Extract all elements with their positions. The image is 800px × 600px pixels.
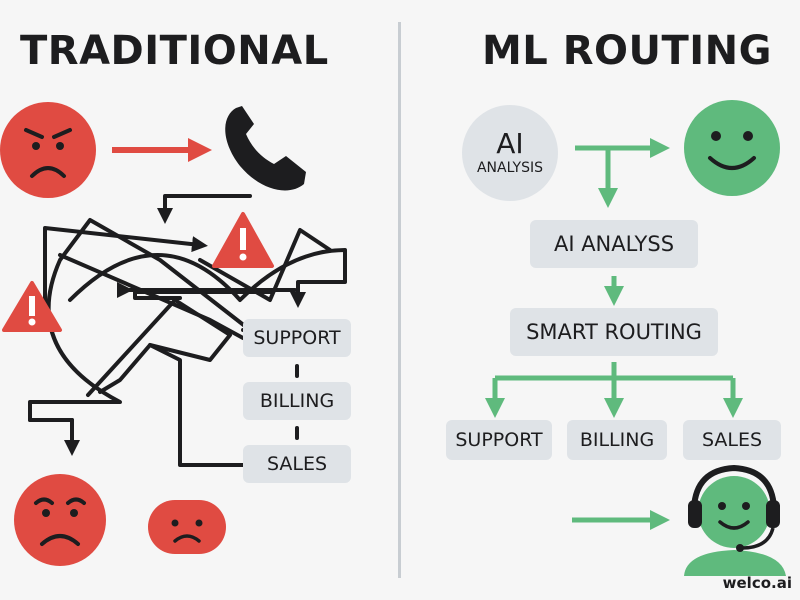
ai-analysis-box: AI ANALYSS (530, 220, 698, 268)
center-divider (398, 22, 401, 578)
tangled-paths (28, 194, 347, 467)
smiley-face-icon (684, 100, 780, 196)
traditional-heading: TRADITIONAL (20, 28, 329, 74)
brand-logo: welco.ai (722, 574, 792, 592)
phone-icon (225, 106, 306, 191)
sales-box-traditional: SALES (243, 445, 351, 483)
warning-icon (212, 212, 274, 268)
warning-icon (2, 281, 62, 332)
ai-analysis-circle: AI ANALYSIS (462, 105, 558, 201)
support-box-traditional: SUPPORT (243, 319, 351, 357)
smart-routing-box: SMART ROUTING (510, 308, 718, 356)
support-box-ml: SUPPORT (446, 420, 552, 460)
ai-circle-title: AI (496, 127, 524, 160)
angry-face-icon (0, 102, 96, 198)
billing-box-ml: BILLING (567, 420, 667, 460)
sales-box-ml: SALES (683, 420, 781, 460)
headset-agent-icon (684, 464, 786, 576)
sad-face-icon (148, 500, 226, 554)
green-arrows (485, 138, 743, 530)
billing-box-traditional: BILLING (243, 382, 351, 420)
sad-face-icon (14, 474, 106, 566)
ml-routing-heading: ML ROUTING (482, 28, 772, 74)
ai-circle-subtitle: ANALYSIS (476, 160, 544, 176)
